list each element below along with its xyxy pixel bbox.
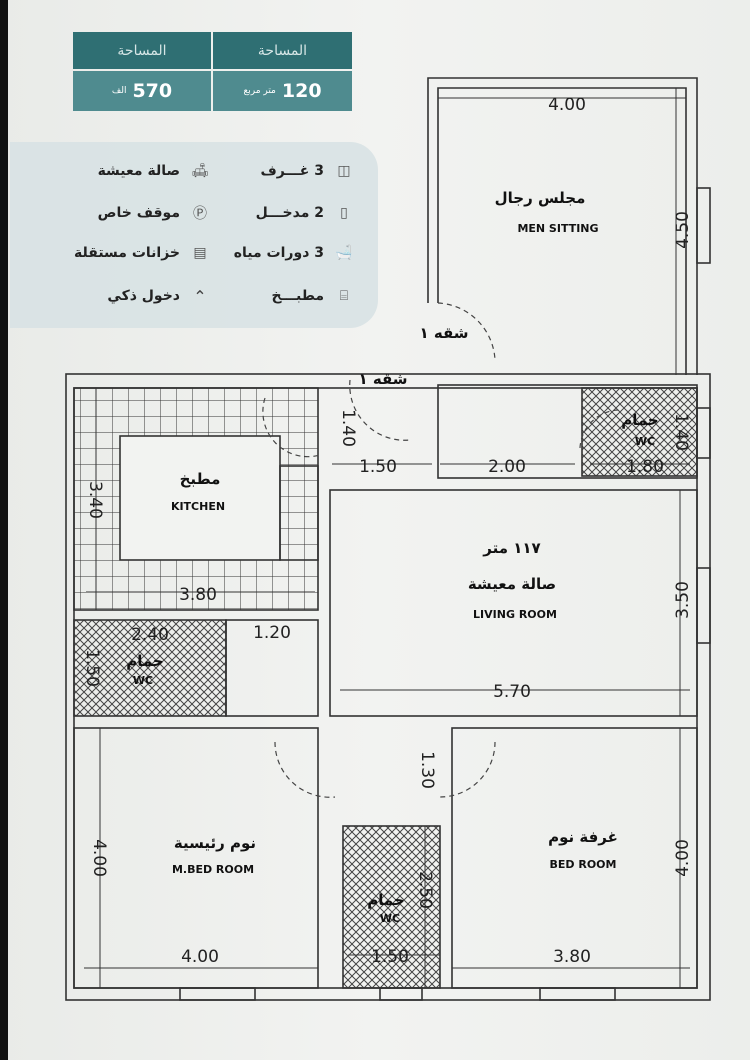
window [696, 567, 711, 644]
dim-hall2-h: 1.30 [417, 751, 437, 789]
sofa-icon: 🛋 [191, 163, 209, 179]
label-wc-top-en: WC [635, 435, 655, 448]
dim-wc-top-w: 1.80 [626, 457, 664, 477]
door-swing [437, 302, 496, 361]
feature-label: 3 غـــرف [260, 163, 324, 179]
feature-label: خزانات مستقلة [74, 245, 180, 261]
wardrobe-icon: ▤ [193, 245, 207, 261]
door-swing [349, 379, 411, 441]
window [696, 187, 711, 264]
area-header: المساحة [213, 32, 352, 69]
dim-wc-left-h: 1.50 [82, 649, 102, 687]
dim-kitchen-h: 3.40 [85, 481, 105, 519]
dim-bed-h: 4.00 [673, 839, 693, 877]
dim-wc-mid-h: 2.50 [415, 871, 435, 909]
label-living-ar: صالة معيشة [468, 575, 556, 593]
hall-left [225, 619, 319, 717]
door-swing [579, 409, 621, 449]
door-swing [439, 741, 496, 798]
dim-men-w: 4.00 [548, 95, 586, 115]
door-swing [262, 397, 321, 458]
window [696, 407, 711, 459]
parking-icon: Ⓟ [193, 206, 207, 222]
label-master-bed-en: M.BED ROOM [172, 863, 254, 876]
label-bedroom-ar: غرفة نوم [548, 828, 618, 846]
label-wc-left-ar: حمام [126, 652, 164, 670]
kitchen-counter-free [119, 435, 281, 561]
label-wc-left-en: WC [133, 674, 153, 687]
dim-corr-w2: 2.00 [488, 457, 526, 477]
label-men-sitting-ar: مجلس رجال [495, 189, 586, 207]
price-unit: الف [111, 86, 127, 96]
dim-hall-w: 1.20 [253, 623, 291, 643]
price-value: 570 الف [73, 71, 211, 111]
window [539, 987, 616, 1001]
dim-kitchen-w: 3.80 [179, 585, 217, 605]
dim-living-w: 5.70 [493, 682, 531, 702]
chevron-up-icon: ⌃ [193, 286, 207, 306]
dim-wc-top-h: 1.40 [671, 413, 691, 451]
feature-label: 3 دورات مياه [233, 245, 324, 261]
feature-label: 2 مدخـــل [255, 205, 324, 221]
dim-wc-mid-w: 1.50 [371, 947, 409, 967]
area-unit: متر مربع [243, 86, 276, 96]
label-wc-mid-ar: حمام [367, 891, 405, 909]
feature-kitchen: ⌸ مطبـــخ [272, 286, 354, 306]
wc-top [581, 387, 698, 477]
area-value: 120 متر مربع [213, 71, 352, 111]
price-header: المساحة [73, 32, 211, 69]
label-master-bed-ar: نوم رئيسية [174, 834, 256, 852]
label-kitchen-en: KITCHEN [171, 500, 225, 513]
feature-smart-entry: ⌃ دخول ذكي [107, 286, 210, 306]
feature-parking: Ⓟ موقف خاص [98, 203, 210, 223]
dim-wc-left-w: 2.40 [131, 625, 169, 645]
label-men-sitting-en: MEN SITTING [517, 222, 598, 235]
label-entry-1: شقه ١ [419, 324, 468, 342]
bathtub-icon: 🛁 [335, 245, 353, 261]
kitchen-icon: ⌸ [339, 288, 349, 304]
feature-entrances: ▯ 2 مدخـــل [256, 203, 354, 223]
door-swing [274, 741, 336, 798]
left-edge [0, 0, 8, 1060]
dim-corr-h: 1.40 [338, 409, 358, 447]
feature-rooms: ◫ 3 غـــرف [260, 161, 354, 181]
label-bedroom-en: BED ROOM [550, 858, 617, 871]
dim-men-h: 4.50 [673, 211, 693, 249]
label-wc-top-ar: حمام [621, 411, 659, 429]
features-panel [10, 142, 378, 328]
dim-mbed-w: 4.00 [181, 947, 219, 967]
label-living-en: LIVING ROOM [473, 608, 557, 621]
label-wc-mid-en: WC [380, 912, 400, 925]
feature-wardrobes: ▤ خزانات مستقلة [74, 243, 210, 263]
price-number: 570 [132, 80, 173, 102]
dim-mbed-h: 4.00 [89, 839, 109, 877]
area-number: 120 [281, 80, 322, 102]
dim-living-h: 3.50 [673, 581, 693, 619]
feature-label: موقف خاص [97, 205, 180, 221]
feature-label: صالة معيشة [97, 163, 180, 179]
feature-label: مطبـــخ [271, 288, 324, 304]
feature-label: دخول ذكي [107, 288, 180, 304]
wc-left [73, 619, 227, 717]
wc-mid [342, 825, 441, 989]
feature-bathrooms: 🛁 3 دورات مياه [234, 243, 354, 263]
label-entry-2: شقه ١ [358, 370, 407, 388]
label-kitchen-ar: مطبخ [180, 470, 221, 488]
summary-table: المساحة المساحة 570 الف 120 متر مربع [73, 32, 352, 111]
feature-living: 🛋 صالة معيشة [98, 161, 210, 181]
window [179, 987, 256, 1001]
room-icon: ◫ [337, 163, 351, 179]
dim-corr-w1: 1.50 [359, 457, 397, 477]
label-living-area: ١١٧ متر [482, 539, 540, 557]
window [379, 987, 423, 1001]
dim-bed-w: 3.80 [553, 947, 591, 967]
door-icon: ▯ [340, 205, 348, 221]
